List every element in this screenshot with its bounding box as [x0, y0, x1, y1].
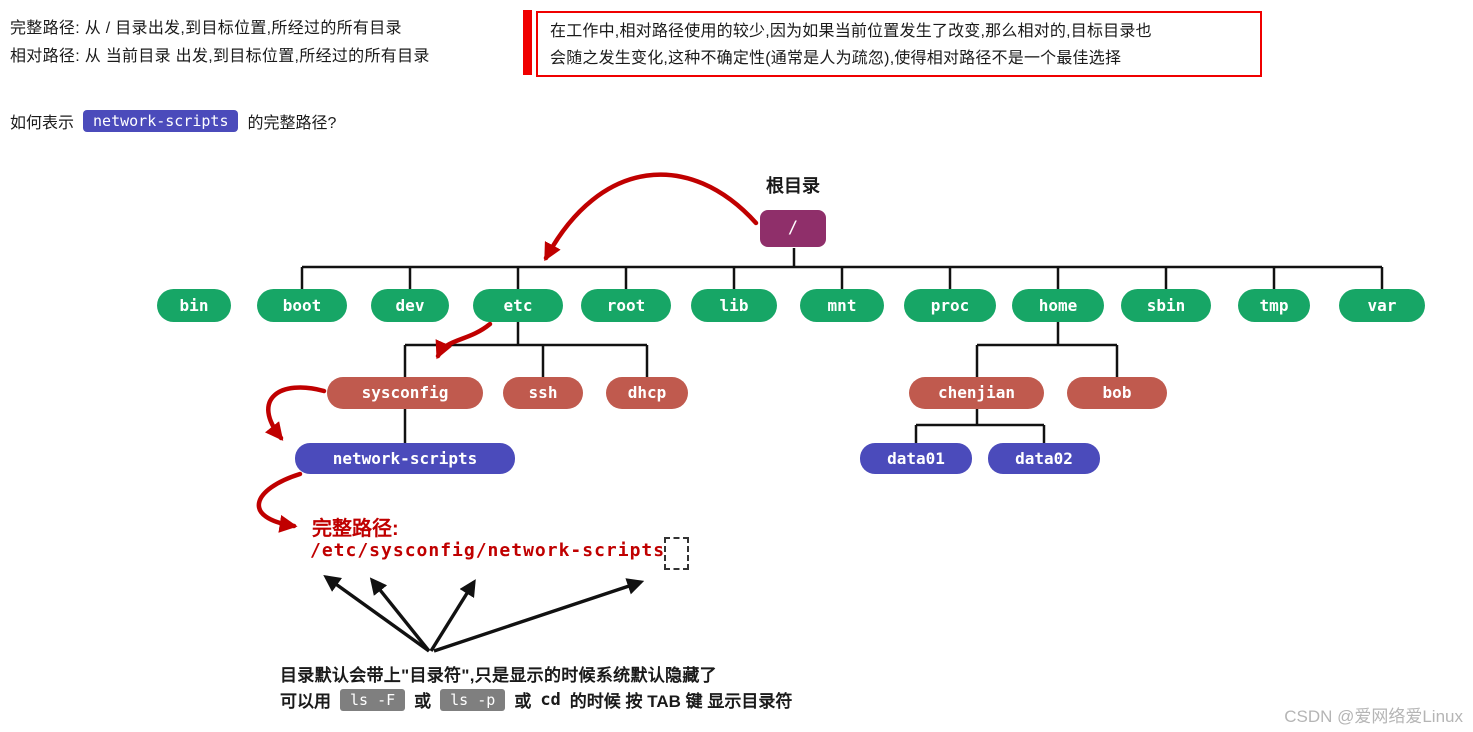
tree-connectors: [300, 248, 1384, 443]
footnote-or-2: 或: [514, 692, 532, 711]
footnote-line-1: 目录默认会带上"目录符",只是显示的时候系统默认隐藏了: [280, 666, 717, 685]
footnote-or-1: 或: [414, 692, 432, 711]
relative-path-note-box: 在工作中,相对路径使用的较少,因为如果当前位置发生了改变,那么相对的,目标目录也…: [536, 11, 1262, 77]
question-prefix: 如何表示: [10, 115, 75, 132]
tree-node-var: var: [1339, 289, 1425, 322]
red-arrows: [256, 172, 759, 533]
footnote-suffix: 的时候 按 TAB 键 显示目录符: [569, 692, 793, 711]
tree-node-bob: bob: [1067, 377, 1167, 409]
tree-node-home: home: [1012, 289, 1104, 322]
text-cursor-icon: [664, 537, 689, 570]
tree-node-chenjian: chenjian: [909, 377, 1044, 409]
fan-arrow-slash-2: [369, 577, 431, 653]
fan-arrow-slash-3: [429, 579, 476, 652]
tree-node-tmp: tmp: [1238, 289, 1310, 322]
tree-node-root-dir: root: [581, 289, 671, 322]
black-fan-arrows: [323, 575, 645, 653]
tree-node-sbin: sbin: [1121, 289, 1211, 322]
tree-node-sysconfig: sysconfig: [327, 377, 483, 409]
root-directory-label: 根目录: [766, 176, 820, 196]
tree-node-lib: lib: [691, 289, 777, 322]
note-accent-bar: [523, 10, 532, 75]
tree-node-ssh: ssh: [503, 377, 583, 409]
full-path-definition: 完整路径: 从 / 目录出发,到目标位置,所经过的所有目录: [10, 20, 402, 37]
tree-node-network-scripts: network-scripts: [295, 443, 515, 474]
tree-node-data02: data02: [988, 443, 1100, 474]
fan-arrow-slash-1: [323, 575, 430, 653]
tree-node-dhcp: dhcp: [606, 377, 688, 409]
ls-p-command-badge: ls -p: [440, 688, 506, 711]
tree-node-dev: dev: [371, 289, 449, 322]
tree-node-etc: etc: [473, 289, 563, 322]
tree-node-proc: proc: [904, 289, 996, 322]
red-arrow-root-to-etc: [543, 172, 759, 262]
tree-node-bin: bin: [157, 289, 231, 322]
note-line-2: 会随之发生变化,这种不确定性(通常是人为疏忽),使得相对路径不是一个最佳选择: [550, 50, 1122, 67]
full-path-result-value: /etc/sysconfig/network-scripts: [310, 540, 666, 561]
tree-node-root: /: [760, 210, 826, 247]
note-line-1: 在工作中,相对路径使用的较少,因为如果当前位置发生了改变,那么相对的,目标目录也: [550, 23, 1152, 40]
tree-node-boot: boot: [257, 289, 347, 322]
csdn-watermark: CSDN @爱网络爱Linux: [1284, 707, 1463, 726]
full-path-result-label: 完整路径:: [312, 518, 399, 540]
red-arrow-sysconfig-to-network-scripts: [264, 385, 327, 441]
fan-arrow-path-end: [433, 578, 645, 653]
tree-node-data01: data01: [860, 443, 972, 474]
red-arrow-etc-to-sysconfig: [435, 321, 493, 360]
footnote-line-2: 可以用 ls -F 或 ls -p 或 cd 的时候 按 TAB 键 显示目录符: [280, 687, 792, 712]
cd-command-text: cd: [540, 689, 561, 710]
question-suffix: 的完整路径?: [247, 115, 337, 132]
footnote-prefix: 可以用: [280, 692, 331, 711]
tree-node-mnt: mnt: [800, 289, 884, 322]
question-line: 如何表示 network-scripts 的完整路径?: [10, 109, 336, 133]
ls-F-command-badge: ls -F: [340, 688, 406, 711]
relative-path-definition: 相对路径: 从 当前目录 出发,到目标位置,所经过的所有目录: [10, 48, 430, 65]
network-scripts-badge: network-scripts: [83, 110, 239, 132]
red-arrow-to-full-path: [256, 471, 303, 533]
